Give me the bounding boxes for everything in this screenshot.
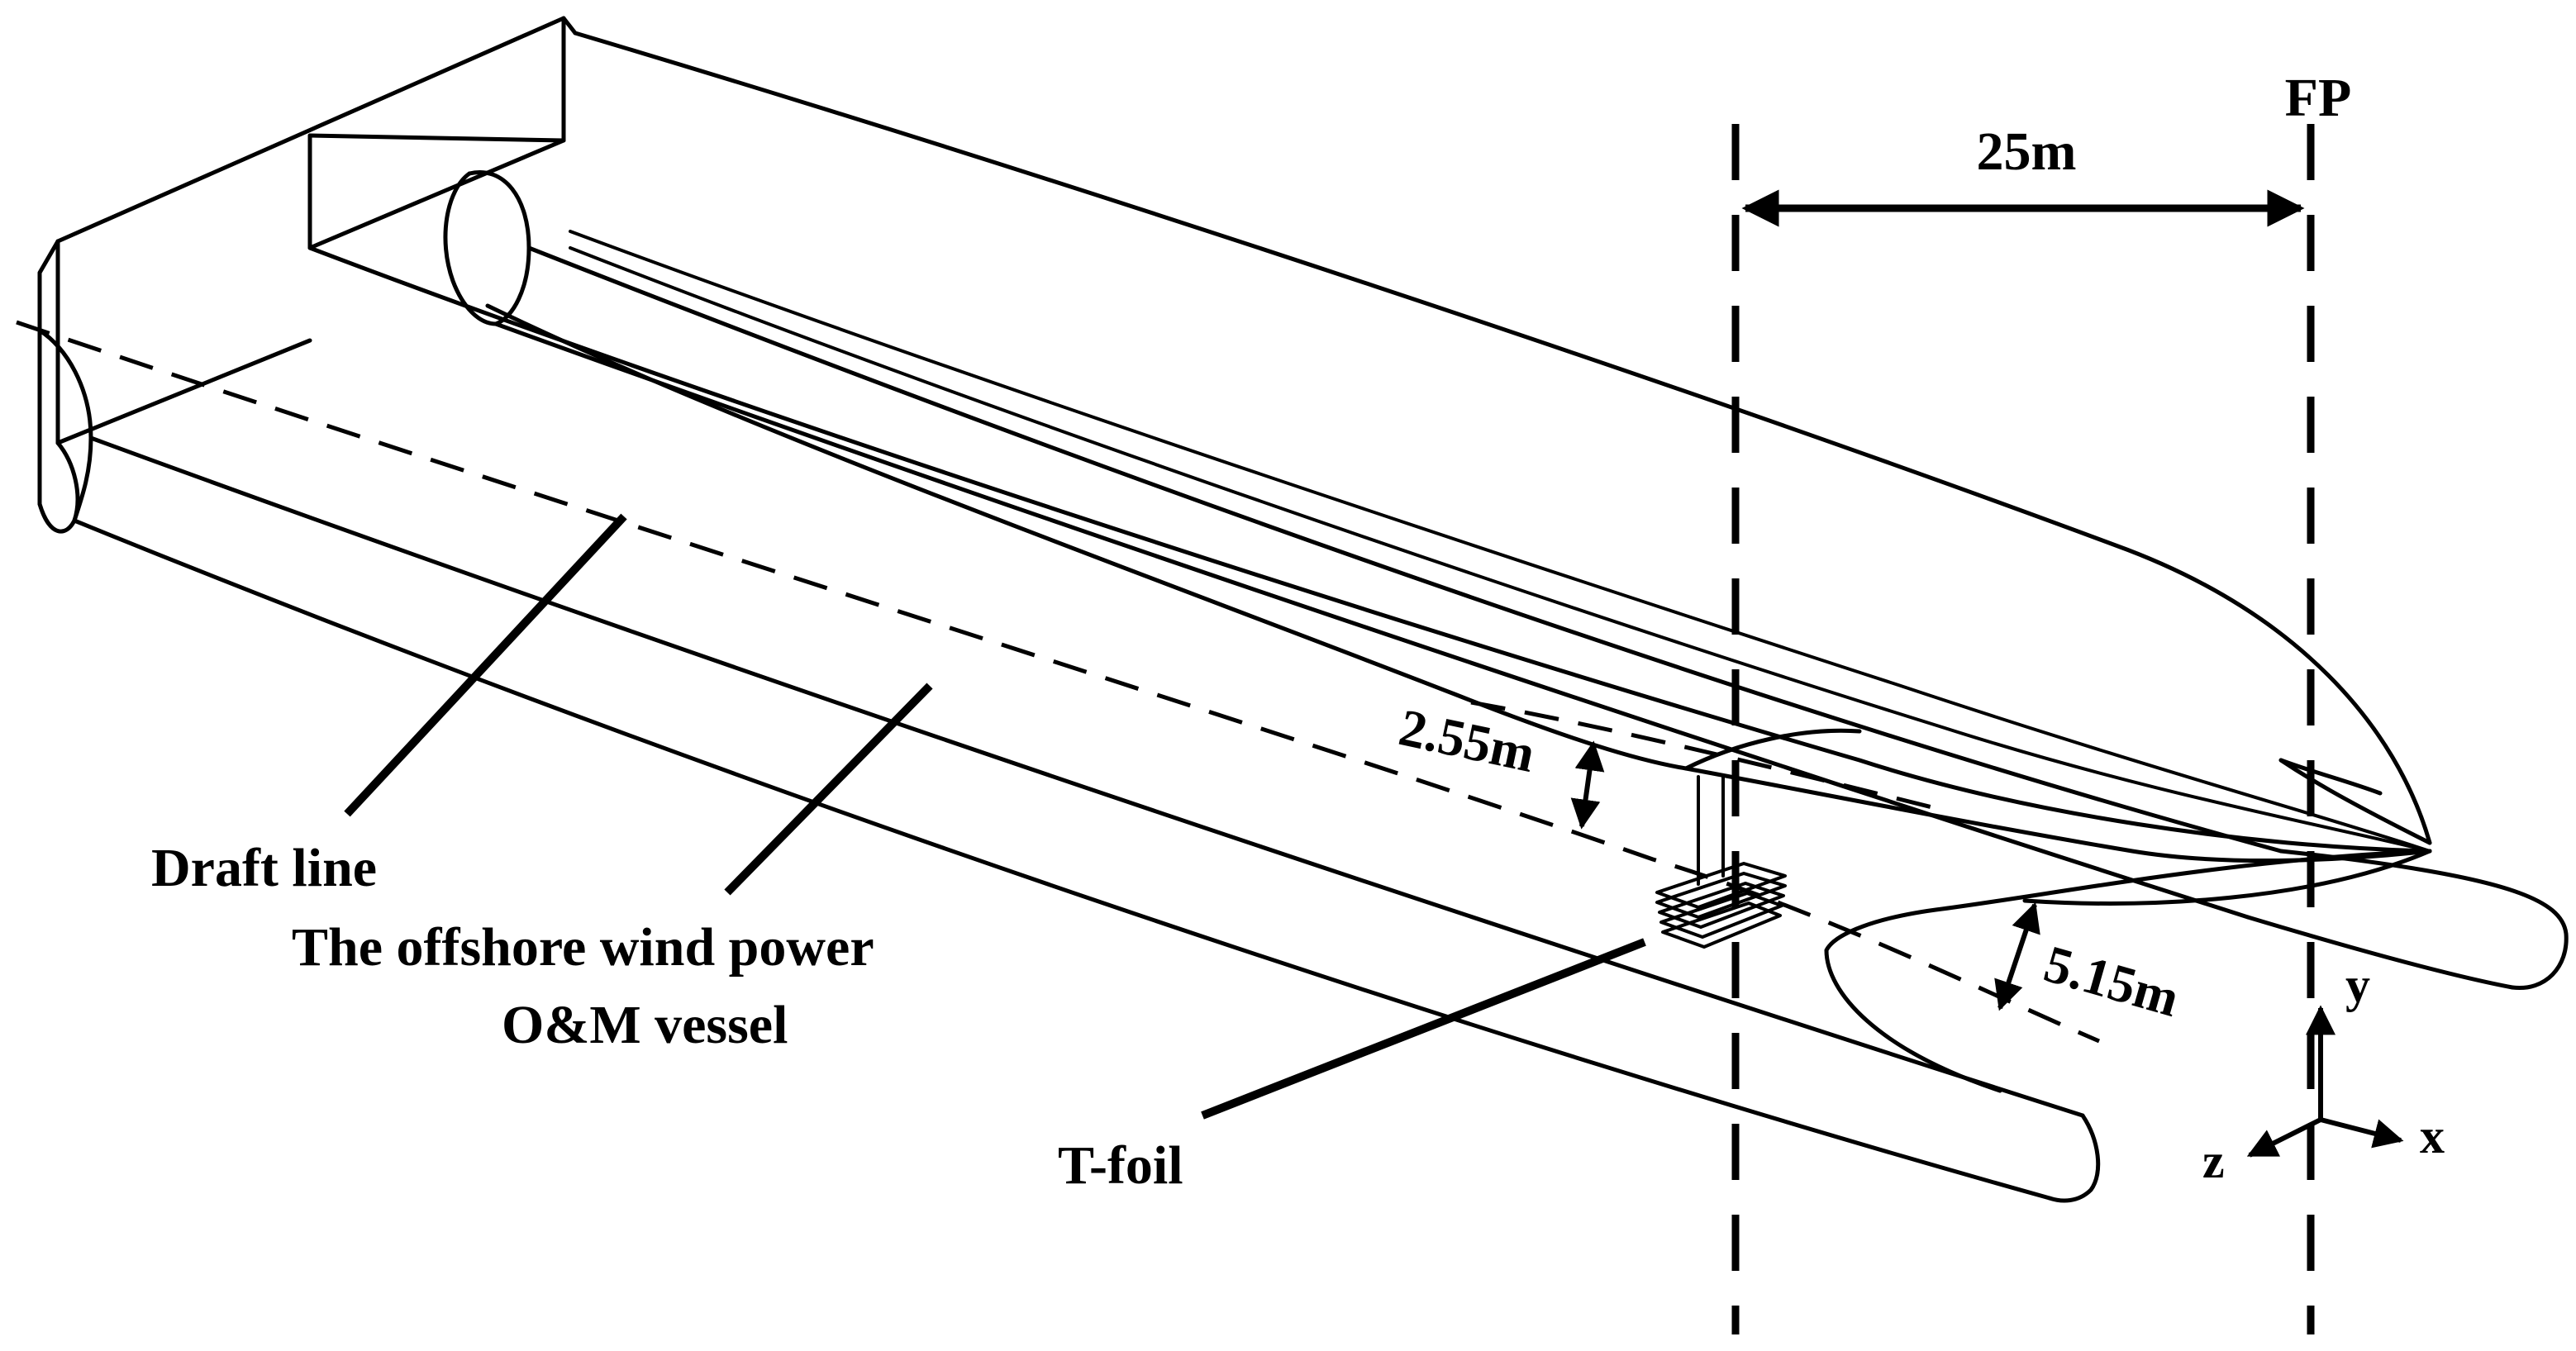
y-axis-label: y [2345,958,2370,1012]
depth-upper-label: 2.55m [1394,697,1540,783]
bow-curves [485,303,2432,1093]
depth-upper-arrow [1570,740,1605,830]
fp-label: FP [2285,68,2352,128]
stern-box [37,16,578,507]
t-foil-leader [1201,938,1646,1120]
z-axis-arrow [2246,1117,2322,1158]
depth-lower-arrow [1994,901,2040,1011]
port-hull [37,328,2101,1203]
coordinate-axes: y x z [2202,958,2445,1188]
z-axis-label: z [2202,1134,2225,1188]
vessel-leader [724,683,933,896]
draft-line [16,320,2100,1044]
x-axis-label: x [2420,1109,2445,1163]
starboard-hull [443,170,2569,991]
draft-line-label: Draft line [151,838,377,898]
t-foil [1655,775,1787,949]
length-dimension-label: 25m [1977,121,2077,182]
t-foil-label: T-foil [1058,1135,1183,1196]
upper-waterline [1470,700,1943,812]
x-axis-arrow [2320,1117,2404,1149]
vessel-label-line2: O&M vessel [502,995,788,1055]
draft-line-leader [344,513,627,817]
vessel-label-line1: The offshore wind power [292,917,874,978]
deck-edge [307,31,2432,854]
depth-lower-label: 5.15m [2038,934,2185,1028]
